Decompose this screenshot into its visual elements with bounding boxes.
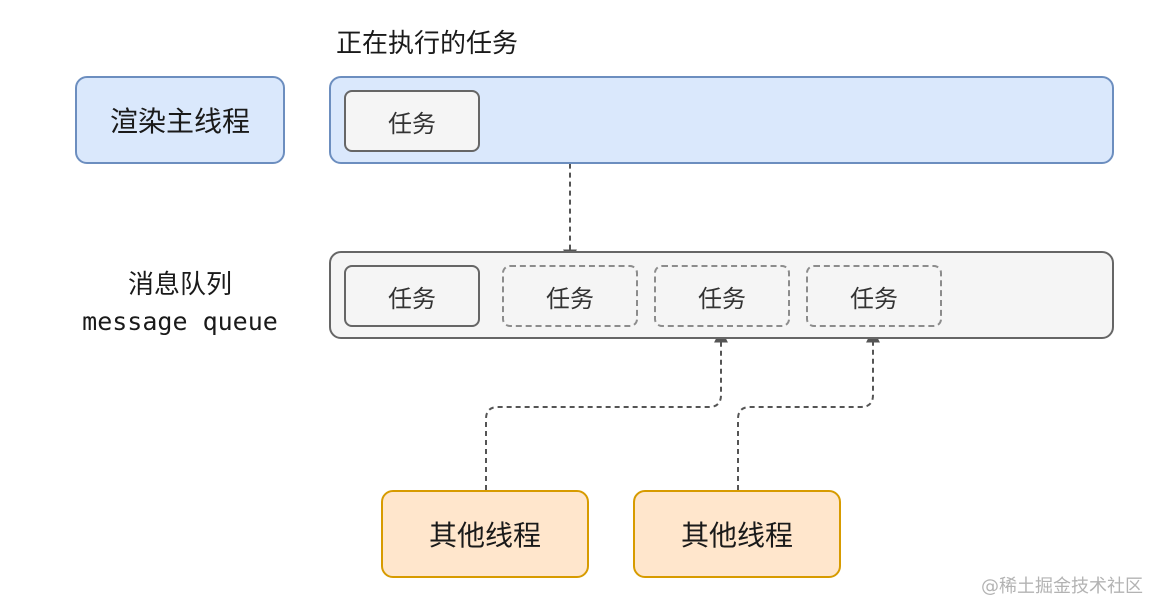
message-queue-label: 消息队列 message queue [60,266,300,340]
queue-task-label: 任务 [546,284,594,313]
queue-task-label: 任务 [850,284,898,313]
message-queue-label-zh: 消息队列 [127,270,232,300]
other-thread-2: 其他线程 [633,490,841,578]
queue-task-1: 任务 [344,265,480,327]
arrow-thread2-to-task4 [737,328,880,490]
queue-task-4: 任务 [806,265,942,327]
running-task-label: 任务 [388,109,436,138]
other-thread-label: 其他线程 [680,519,793,552]
arrow-thread1-to-task3 [485,328,728,490]
watermark: @稀土掘金技术社区 [981,576,1143,597]
main-thread-label: 渲染主线程 [109,105,250,138]
message-queue-label-en: message queue [82,307,278,336]
running-task-box: 任务 [344,90,480,152]
queue-task-2: 任务 [502,265,638,327]
main-thread-box: 渲染主线程 [75,76,285,164]
other-thread-label: 其他线程 [428,519,541,552]
running-task-title: 正在执行的任务 [336,29,519,59]
other-thread-1: 其他线程 [381,490,589,578]
queue-task-3: 任务 [654,265,790,327]
queue-task-label: 任务 [388,284,436,313]
queue-task-label: 任务 [698,284,746,313]
